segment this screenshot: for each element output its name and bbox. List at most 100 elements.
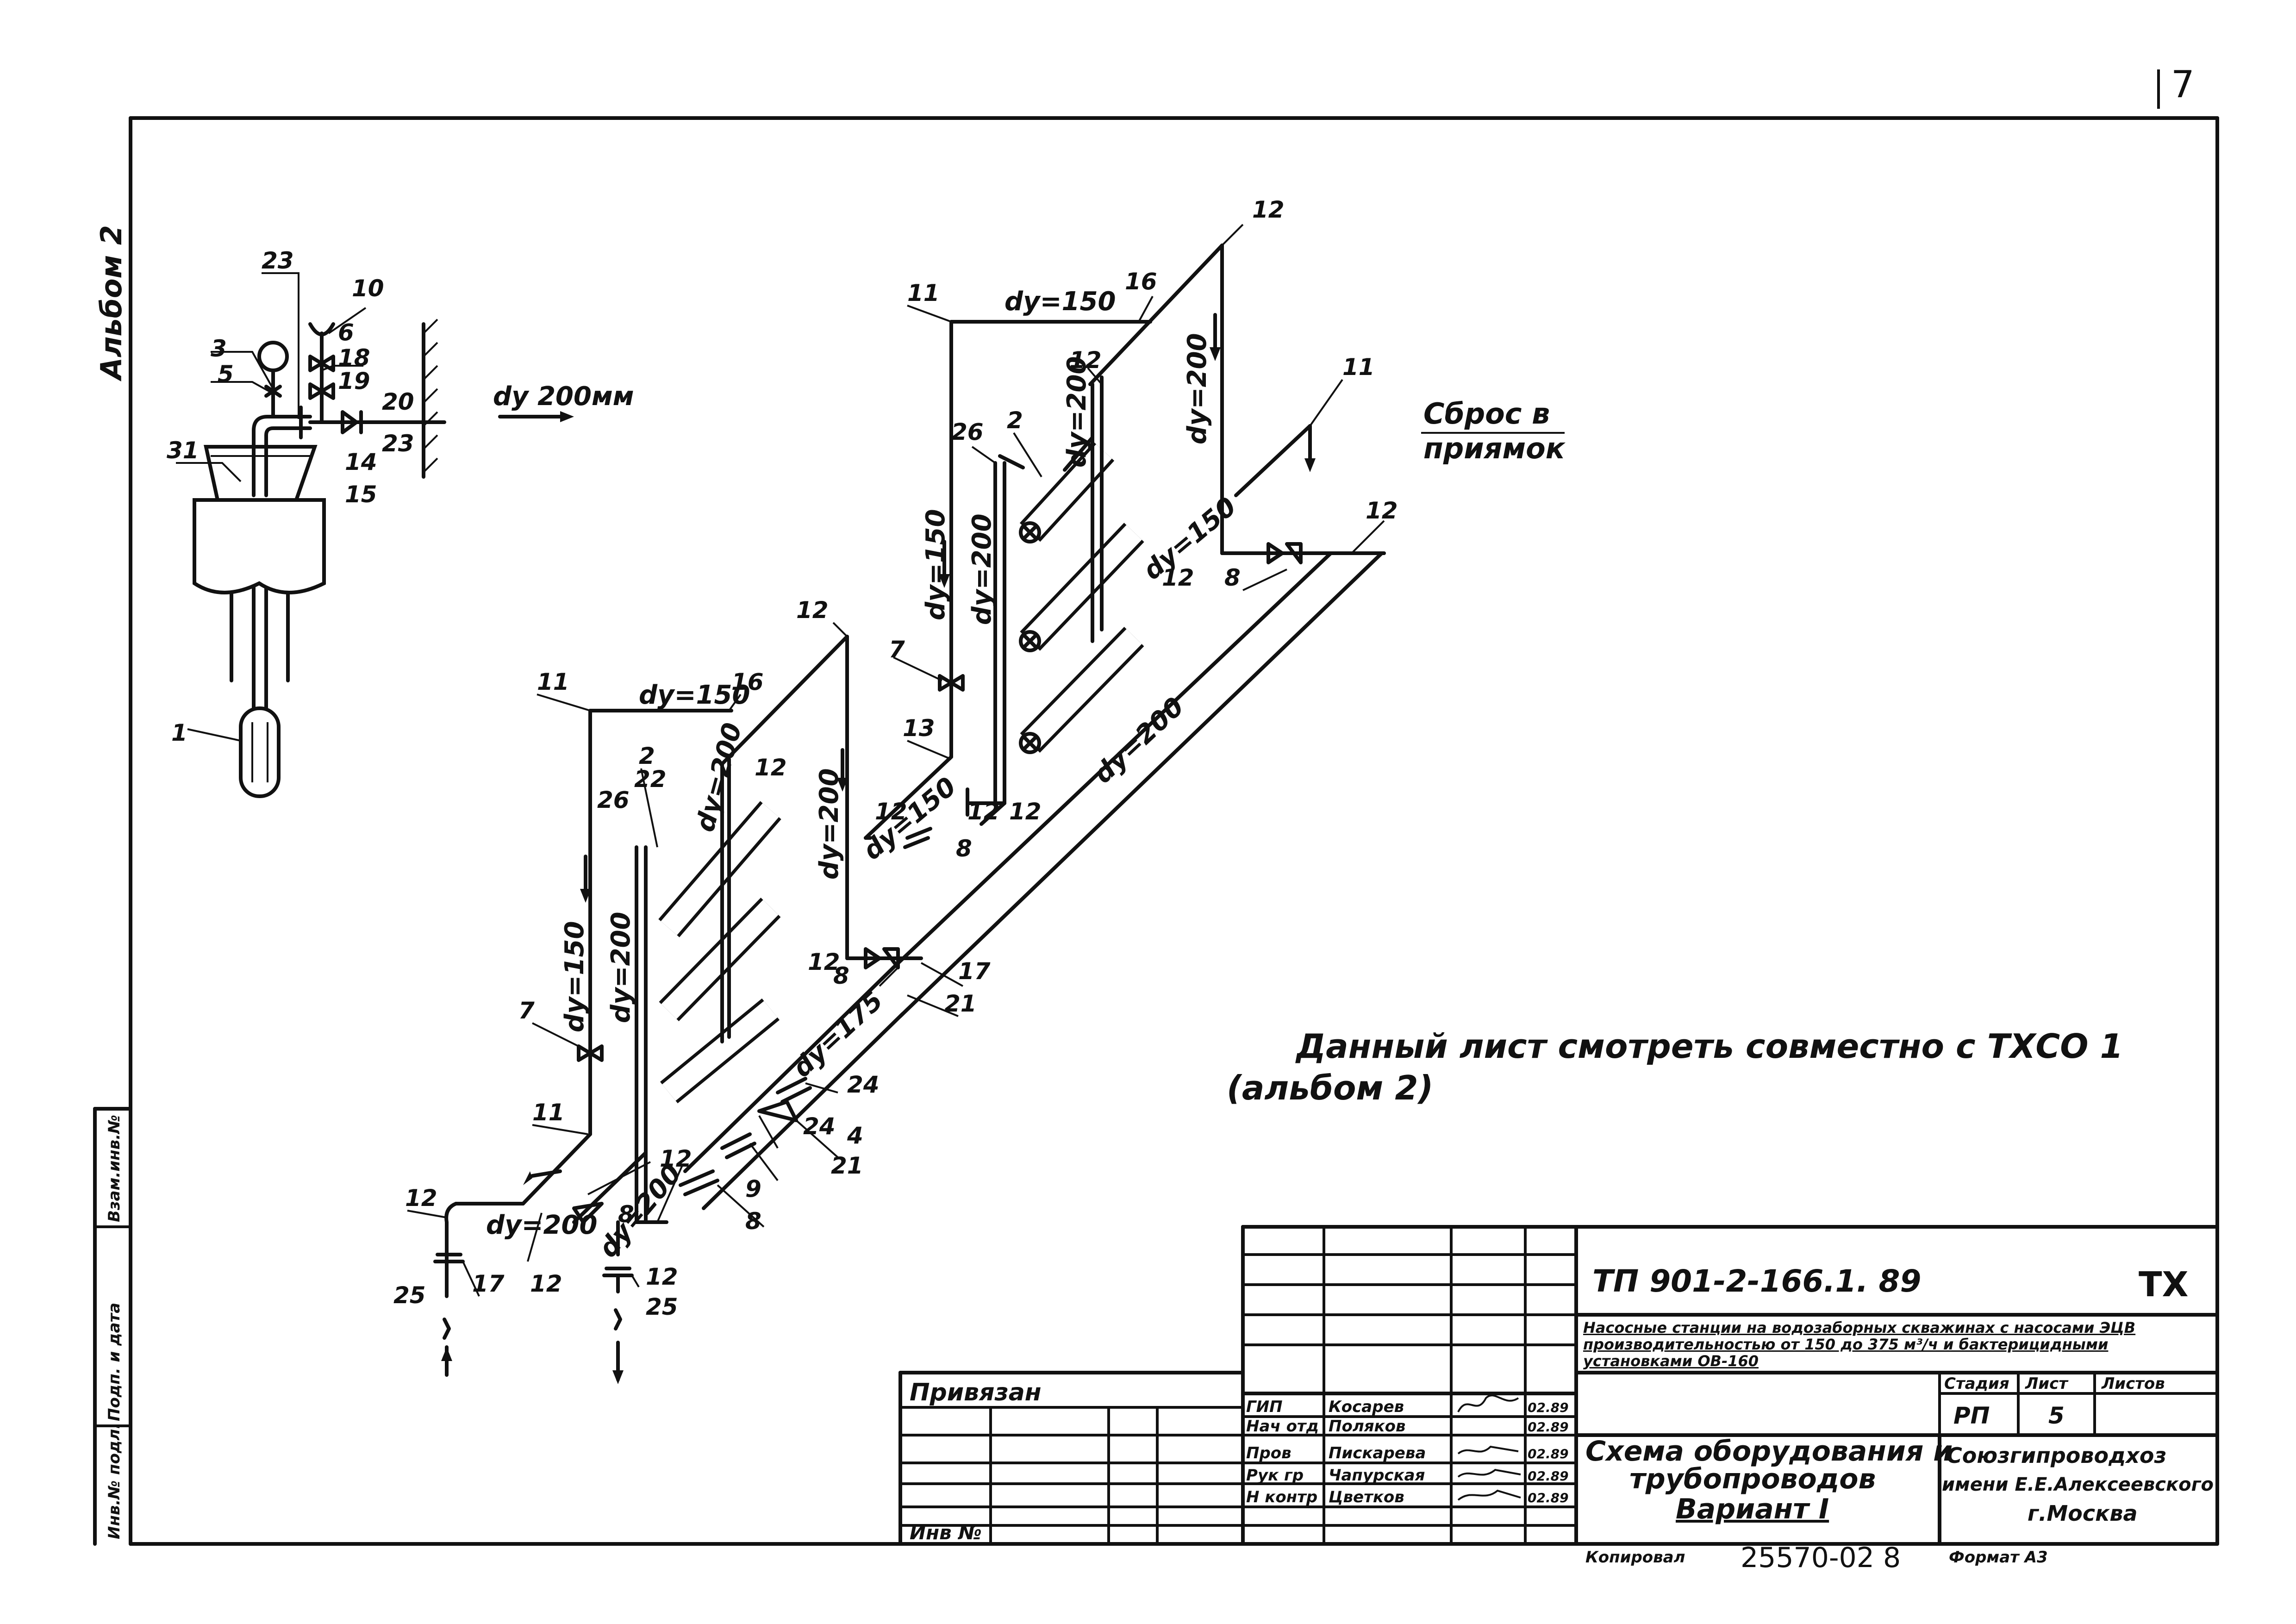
leader-lines [176,224,1385,1297]
date-0: 02.89 [1528,1400,1569,1415]
pump-body [239,706,281,798]
callout-9: 9 [745,1175,761,1202]
wellhead [193,498,326,594]
sheet-value: 5 [2048,1402,2065,1429]
dy-label-header-left: dy=200 [606,912,636,1023]
callout-17-bl: 17 [472,1270,505,1297]
uv-unit-2 [1019,523,1144,652]
callout-13: 13 [903,715,935,742]
dy-label-header-top: dy=200 [967,514,997,625]
name-2: Пискарева [1329,1444,1426,1462]
callout-12-mid: 12 [796,597,829,624]
copied-value: 25570-02 8 [1741,1542,1901,1574]
privyazan-label: Привязан [910,1379,1042,1406]
sbros-label-line1: Сброс в [1423,397,1550,431]
callout-12-c: 12 [875,798,907,825]
callouts: 1 3 5 31 23 10 6 18 19 20 23 14 15 12 11… [167,196,1398,1320]
callout-22: 22 [634,766,667,793]
callout-24-b: 24 [803,1113,836,1140]
pipeline-right [864,244,1386,1018]
callout-15: 15 [345,481,377,508]
callout-8-r: 8 [1224,564,1241,591]
uv-unit-6 [660,998,780,1104]
stage-value: РП [1953,1402,1990,1429]
stage-header: Стадия [1944,1374,2009,1393]
callout-12-r: 12 [1366,497,1398,524]
callout-12-bl: 12 [405,1185,437,1212]
callout-25-b: 25 [646,1293,678,1320]
format-label: Формат А3 [1949,1548,2048,1567]
dy-label-top-horizontal: dy=150 [1004,287,1116,317]
name-4: Цветков [1329,1488,1404,1506]
callout-12-l: 12 [755,754,787,781]
callout-20: 20 [382,388,414,415]
name-1: Поляков [1329,1417,1406,1436]
callout-4: 4 [847,1122,863,1149]
callout-11-sbros: 11 [1342,354,1375,381]
callout-12-bl2: 12 [530,1270,562,1297]
signature-rows: ГИП Косарев 02.89 Нач отд Поляков 02.89 … [1246,1394,1569,1506]
callout-14: 14 [345,449,377,475]
sheets-header: Листов [2101,1374,2165,1393]
callout-11-l2: 11 [532,1099,565,1126]
signature-3 [1457,1468,1521,1478]
callout-12-a: 12 [1069,347,1102,374]
signature-4 [1457,1489,1521,1501]
role-2: Пров [1246,1444,1292,1462]
org-line-3: г.Москва [2028,1501,2138,1526]
date-4: 02.89 [1528,1490,1569,1505]
name-0: Косарев [1329,1398,1404,1416]
callout-21-b: 21 [831,1152,863,1179]
callout-25-a: 25 [393,1282,426,1309]
drawing-frame [93,116,2219,1546]
dy-label-left-vertical: dy=200 [814,768,844,880]
callout-8-bl: 8 [618,1201,634,1228]
dy-label-bottom-left: dy=200 [486,1210,597,1240]
callout-7-l: 7 [518,997,535,1024]
doc-code: ТП 901-2-166.1. 89 [1592,1263,1921,1299]
note-line1: Данный лист смотреть совместно с ТХСО 1 [1295,1027,2123,1066]
note-line2: (альбом 2) [1227,1068,1433,1107]
callout-11-l: 11 [537,668,569,695]
callout-10: 10 [352,275,384,302]
callout-12-b: 12 [660,1145,692,1172]
callout-12-l2: 12 [808,949,840,975]
callout-12-top: 12 [1252,196,1285,223]
callout-12-m3: 12 [1009,798,1042,825]
dy-label-drop-left: dy=150 [560,921,590,1032]
sheet-title-2: трубопроводов [1629,1463,1876,1495]
side-label-vzam: Взам.инв.№ [105,1115,124,1222]
sheet-title-3: Вариант I [1676,1493,1829,1525]
uv-unit-4 [658,801,781,937]
date-3: 02.89 [1528,1468,1569,1484]
dy-label-right-vertical: dy=200 [1182,333,1212,444]
uv-unit-3 [1019,627,1144,754]
callout-16-l: 16 [731,668,764,695]
well-pump-assembly [193,319,574,798]
callout-21-a: 21 [944,990,977,1017]
dy-label-main: dy=200 [1088,692,1190,789]
callout-23b: 23 [382,430,414,457]
callout-8-m: 8 [956,835,972,862]
callout-1: 1 [171,719,187,746]
dy-label-uv-left: dy=200 [690,720,748,835]
callout-18: 18 [338,344,370,371]
side-label-inv-podl: Инв.№ подл. [105,1423,124,1539]
title-block [898,1225,2219,1546]
callout-17-a: 17 [958,958,991,985]
dy-label-175: dy=175 [787,986,889,1083]
callout-6: 6 [338,319,354,346]
callout-2-top: 2 [1007,407,1023,434]
gate-valve-icon [308,355,335,372]
pipe-labels: dy 200мм dy=150 dy=200 dy=200 dy=150 dy=… [486,287,1242,1263]
dy-label-outlet: dy 200мм [493,381,634,412]
dy-label-bottom-drop: dy=200 [593,1159,687,1263]
role-3: Рук гр [1246,1466,1304,1485]
name-3: Чапурская [1329,1466,1425,1485]
sheet-title-1: Схема оборудования и [1585,1435,1953,1468]
signature-2 [1457,1445,1519,1455]
role-4: Н контр [1246,1488,1317,1506]
role-0: ГИП [1246,1398,1283,1416]
callout-8-l: 8 [833,962,849,989]
